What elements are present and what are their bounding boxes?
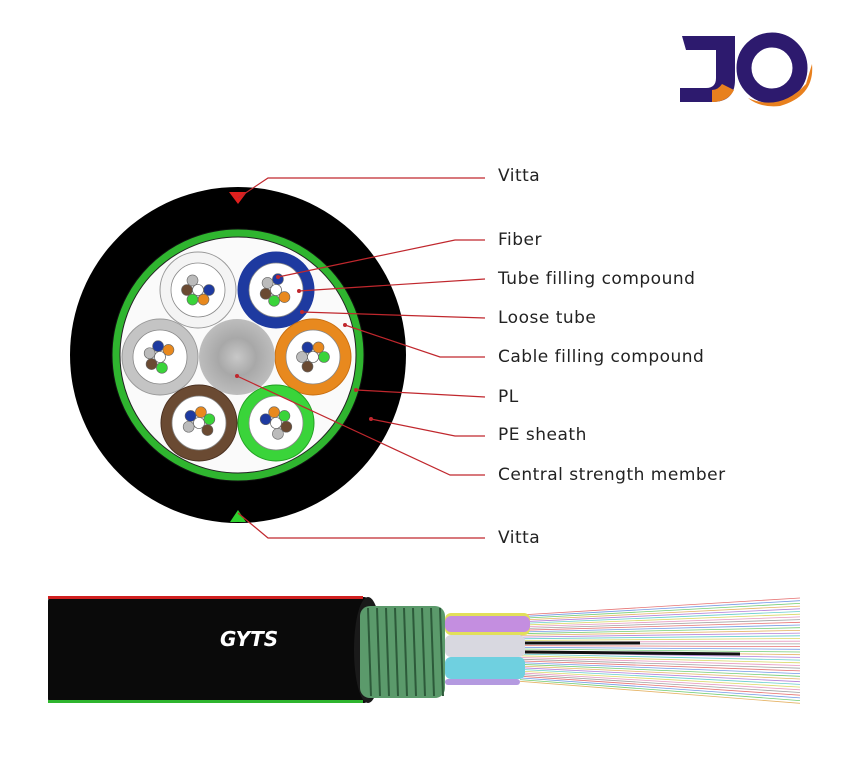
fiber — [197, 293, 210, 306]
outer-sheath — [48, 597, 368, 703]
optical-fiber — [519, 648, 801, 653]
optical-fiber — [519, 658, 801, 669]
tube-cyan — [445, 657, 525, 679]
central-strength-member — [199, 319, 275, 395]
loose-tube — [121, 318, 199, 396]
optical-fiber — [519, 675, 801, 696]
label-cable-filling: Cable filling compound — [498, 347, 705, 367]
optical-fiber — [519, 608, 801, 623]
optical-fiber — [519, 645, 801, 647]
label-pe-sheath: PE sheath — [498, 425, 587, 445]
optical-fiber — [519, 630, 801, 636]
optical-fiber — [519, 665, 801, 680]
optical-fiber — [519, 669, 801, 685]
optical-fiber — [519, 613, 801, 626]
optical-fiber — [519, 619, 801, 629]
optical-fiber — [519, 662, 801, 674]
label-vitta-top: Vitta — [498, 166, 541, 186]
optical-fiber — [519, 680, 801, 704]
loose-tube — [237, 251, 315, 329]
optical-fiber — [519, 632, 801, 638]
fiber — [181, 284, 193, 296]
fiber — [152, 340, 164, 352]
label-tube-filling: Tube filling compound — [498, 269, 696, 289]
company-logo — [680, 32, 813, 107]
fiber — [186, 293, 199, 306]
fiber — [259, 413, 272, 426]
optical-fiber — [519, 670, 801, 688]
optical-fiber — [519, 677, 801, 699]
tube-violet — [445, 616, 530, 632]
optical-fiber — [519, 653, 801, 661]
optical-fiber — [519, 603, 801, 619]
optical-fiber — [519, 621, 801, 631]
optical-fiber — [519, 667, 801, 683]
cable-print-text: GYTS — [220, 627, 278, 651]
optical-fiber — [519, 624, 801, 633]
optical-fiber — [519, 600, 801, 618]
optical-fiber — [519, 638, 801, 641]
optical-fiber — [519, 655, 801, 664]
fiber — [301, 360, 314, 373]
fiber — [301, 341, 314, 354]
loose-tube — [237, 384, 315, 462]
optical-fiber — [519, 663, 801, 677]
label-central-member: Central strength member — [498, 465, 726, 485]
fiber — [259, 287, 272, 300]
optical-fiber — [519, 674, 801, 693]
label-fiber: Fiber — [498, 230, 543, 250]
fiber — [201, 424, 214, 436]
fiber — [162, 344, 175, 356]
fiber — [312, 341, 325, 354]
loose-tube — [159, 251, 237, 329]
optical-fiber — [519, 646, 801, 650]
fiber — [296, 351, 308, 363]
optical-fiber — [519, 660, 801, 672]
fiber — [143, 347, 156, 360]
fiber — [203, 413, 216, 426]
loose-tube — [274, 318, 352, 396]
optical-fiber — [519, 605, 801, 621]
loose-tube — [160, 384, 238, 462]
cable-cross-section — [70, 187, 406, 523]
fiber — [182, 420, 195, 433]
fiber — [318, 351, 330, 363]
optical-fiber — [519, 657, 801, 666]
optical-fiber — [519, 597, 801, 616]
fiber — [268, 406, 280, 418]
leader-lines — [236, 177, 486, 539]
optical-fiber — [519, 679, 801, 701]
optical-fiber — [519, 635, 801, 640]
fiber — [280, 420, 293, 433]
label-loose-tube: Loose tube — [498, 308, 597, 328]
tube-white — [445, 635, 525, 657]
fiber — [278, 291, 291, 303]
optical-fiber — [519, 672, 801, 691]
fiber — [272, 428, 284, 440]
optical-fiber — [519, 627, 801, 635]
label-vitta-bottom: Vitta — [498, 528, 541, 548]
optical-fiber — [519, 616, 801, 628]
fiber — [186, 274, 199, 287]
fiber — [261, 277, 274, 289]
fiber — [184, 410, 197, 422]
fiber — [203, 284, 215, 296]
label-pl: PL — [498, 387, 519, 407]
vitta-bottom-marker — [230, 510, 246, 522]
cable-side-view: GYTS — [48, 596, 801, 704]
fiber — [156, 362, 168, 374]
optical-fiber — [519, 611, 801, 624]
